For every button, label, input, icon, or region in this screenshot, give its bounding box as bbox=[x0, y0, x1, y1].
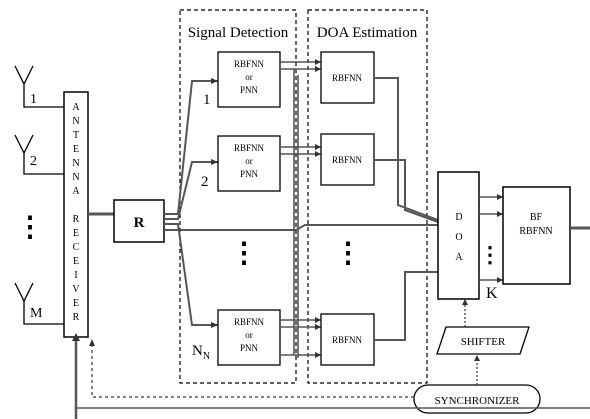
bf-rbfnn-block bbox=[502, 186, 571, 285]
svg-text:RBFNN: RBFNN bbox=[234, 143, 265, 153]
bf-rbfnn-label-line1: BF bbox=[530, 212, 543, 223]
svg-text:RBFNN: RBFNN bbox=[234, 59, 265, 69]
antenna-m-label: M bbox=[30, 306, 43, 321]
detector-dots: ⋮ bbox=[230, 238, 258, 269]
svg-text:PNN: PNN bbox=[240, 343, 259, 353]
antenna-1-label: 1 bbox=[30, 92, 37, 107]
synchronizer-to-receiver-arrowhead bbox=[89, 339, 95, 346]
svg-text:RBFNN: RBFNN bbox=[234, 317, 265, 327]
svg-text:or: or bbox=[245, 156, 253, 166]
svg-text:PNN: PNN bbox=[240, 85, 259, 95]
detector-block-n: RBFNN or PNN bbox=[217, 309, 281, 366]
doa-to-bf-lines bbox=[479, 196, 503, 281]
svg-text:E: E bbox=[73, 144, 79, 155]
detector-to-doa-lines bbox=[280, 61, 321, 358]
svg-text:V: V bbox=[72, 284, 80, 295]
svg-text:C: C bbox=[73, 242, 80, 253]
svg-text:PNN: PNN bbox=[240, 169, 259, 179]
svg-text:N: N bbox=[72, 158, 79, 169]
antenna-receiver-block bbox=[63, 91, 89, 338]
detector-index-n: NN bbox=[192, 343, 210, 362]
antenna-2 bbox=[14, 134, 64, 175]
svg-text:R: R bbox=[73, 214, 80, 225]
svg-text:I: I bbox=[74, 270, 77, 281]
doa-block-letter-d: D bbox=[455, 212, 462, 223]
antenna-1 bbox=[14, 65, 64, 108]
svg-text:A: A bbox=[72, 186, 80, 197]
svg-text:R: R bbox=[73, 312, 80, 323]
svg-text:N: N bbox=[72, 116, 79, 127]
antenna-m bbox=[14, 282, 64, 325]
doa-estimator-block-n: RBFNN bbox=[320, 313, 375, 366]
svg-text:T: T bbox=[73, 130, 79, 141]
shifter-label: SHIFTER bbox=[461, 336, 506, 348]
doa-estimator-dots: ⋮ bbox=[334, 238, 362, 269]
r-output-arrowheads bbox=[211, 78, 218, 328]
doa-block-letter-o: O bbox=[455, 232, 462, 243]
shifter-to-doa-arrowhead bbox=[462, 299, 468, 305]
doa-estimation-title: DOA Estimation bbox=[317, 25, 418, 41]
r-block-label: R bbox=[134, 215, 145, 231]
detector-index-1: 1 bbox=[203, 92, 211, 108]
antenna-receiver-label: A N T E N N A R E C E I V E R bbox=[72, 102, 80, 323]
doa-block bbox=[437, 171, 480, 300]
synchronizer-to-shifter-arrowhead bbox=[474, 355, 480, 361]
doa-estimation-group bbox=[307, 9, 428, 384]
svg-text:E: E bbox=[73, 228, 79, 239]
doa-estimator-block-2: RBFNN bbox=[320, 133, 375, 186]
svg-text:RBFNN: RBFNN bbox=[332, 335, 363, 345]
doa-estimator-block-1: RBFNN bbox=[320, 51, 375, 104]
detector-index-2: 2 bbox=[201, 174, 209, 190]
shifter-block bbox=[436, 326, 530, 355]
svg-text:N: N bbox=[72, 172, 79, 183]
r-block bbox=[113, 199, 165, 243]
svg-text:or: or bbox=[245, 330, 253, 340]
svg-text:or: or bbox=[245, 72, 253, 82]
antenna-dots: ⋮ bbox=[16, 212, 44, 243]
synchronizer-label: SYNCHRONIZER bbox=[435, 395, 521, 407]
svg-text:RBFNN: RBFNN bbox=[332, 73, 363, 83]
svg-text:E: E bbox=[73, 298, 79, 309]
doa-block-letter-a: A bbox=[455, 252, 463, 263]
detector-block-2: RBFNN or PNN bbox=[217, 135, 281, 192]
k-dots: ⋮ bbox=[479, 242, 501, 267]
detector-block-1: RBFNN or PNN bbox=[217, 51, 281, 108]
estimator-to-doa-lines bbox=[374, 77, 439, 341]
antenna-2-label: 2 bbox=[30, 154, 37, 169]
bf-rbfnn-label-line2: RBFNN bbox=[519, 226, 552, 237]
svg-text:A: A bbox=[72, 102, 80, 113]
signal-detection-title: Signal Detection bbox=[188, 25, 289, 41]
svg-text:E: E bbox=[73, 256, 79, 267]
svg-text:RBFNN: RBFNN bbox=[332, 155, 363, 165]
feedback-arrowhead bbox=[72, 333, 80, 341]
detector-to-doa-arrowheads bbox=[315, 59, 321, 358]
r-output-lines bbox=[164, 80, 438, 326]
doa-to-bf-arrowheads bbox=[497, 194, 503, 283]
k-label: K bbox=[486, 285, 498, 302]
